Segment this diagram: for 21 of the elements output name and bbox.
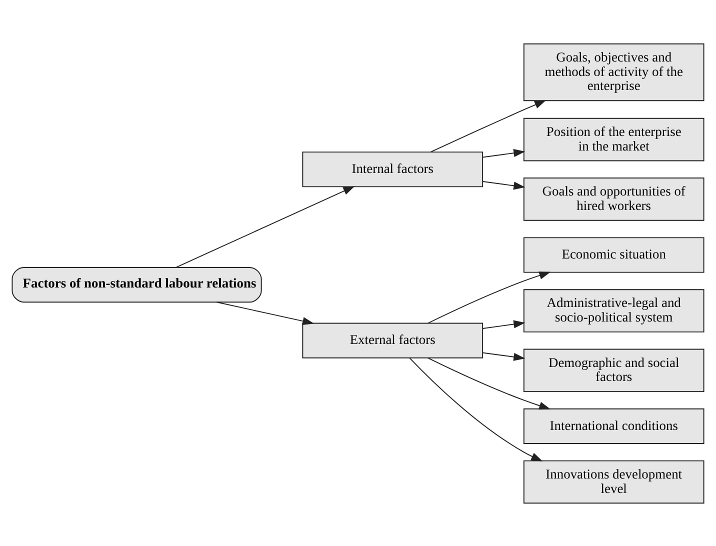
node-box: Administrative-legal and socio-political system	[523, 288, 704, 332]
node-box: International conditions	[523, 408, 704, 444]
arrow	[482, 180, 526, 190]
node-box: Goals, objectives and methods of activity of the enterprise	[523, 42, 704, 101]
node-box: External factors	[302, 322, 484, 358]
node-box: Internal factors	[302, 151, 484, 187]
arrow	[427, 356, 551, 410]
arrow	[482, 352, 526, 360]
arrow	[409, 357, 543, 461]
arrow	[216, 301, 314, 325]
arrow	[427, 271, 551, 324]
node-box: Demographic and social factors	[523, 348, 704, 392]
arrow	[482, 148, 526, 158]
node-box: Factors of non-standard labour relations	[12, 266, 262, 302]
node-box: Goals and opportunities of hired workers	[523, 177, 704, 220]
arrow	[176, 186, 355, 268]
node-box: Economic situation	[523, 236, 704, 272]
arrow	[482, 320, 526, 328]
arrow	[430, 100, 546, 152]
node-box: Innovations development level	[523, 460, 704, 504]
node-box: Position of the enterprise in the market	[523, 117, 704, 161]
